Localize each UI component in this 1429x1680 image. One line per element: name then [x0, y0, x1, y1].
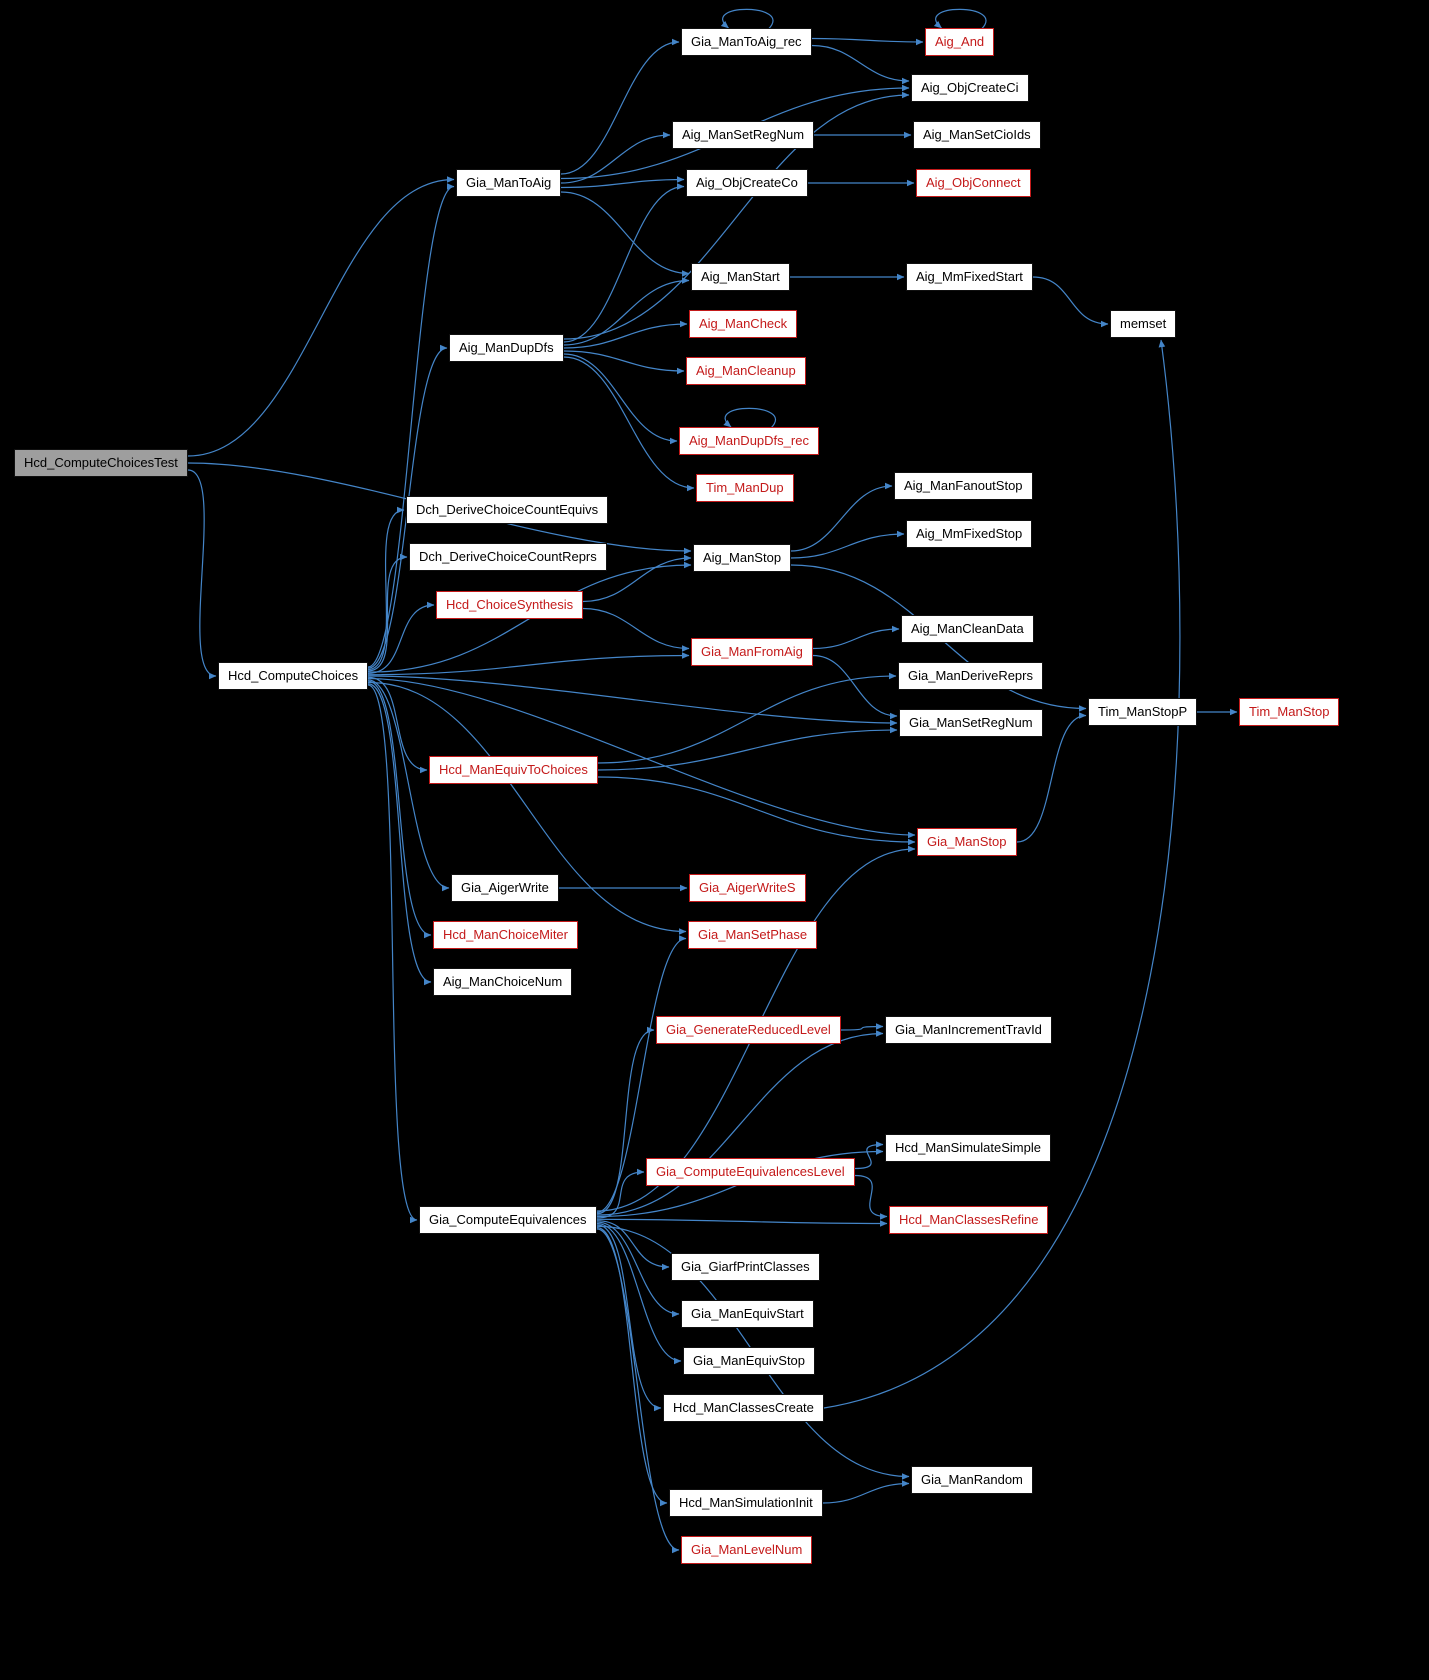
node-aig-mmfixedstop[interactable]: Aig_MmFixedStop [906, 520, 1033, 548]
node-hcd-manclassesrefine[interactable]: Hcd_ManClassesRefine [889, 1206, 1049, 1234]
node-gia-computeequivalenceslevel[interactable]: Gia_ComputeEquivalencesLevel [646, 1158, 855, 1186]
node-aig-mancheck[interactable]: Aig_ManCheck [689, 310, 798, 338]
node-tim-mandup[interactable]: Tim_ManDup [696, 474, 794, 502]
node-gia-mansetregnum[interactable]: Gia_ManSetRegNum [899, 709, 1043, 737]
node-tim-manstop[interactable]: Tim_ManStop [1239, 698, 1340, 726]
node-gia-aigerwrites[interactable]: Gia_AigerWriteS [689, 874, 806, 902]
node-aig-mancleanup[interactable]: Aig_ManCleanup [686, 357, 806, 385]
node-hcd-computechoices[interactable]: Hcd_ComputeChoices [218, 662, 369, 690]
node-dch-derivechoicecountequivs[interactable]: Dch_DeriveChoiceCountEquivs [406, 496, 609, 524]
node-aig-mandupdfs-rec[interactable]: Aig_ManDupDfs_rec [679, 427, 819, 455]
node-hcd-manequivtochoices[interactable]: Hcd_ManEquivToChoices [429, 756, 598, 784]
node-gia-mantoaig[interactable]: Gia_ManToAig [456, 169, 562, 197]
node-gia-manequivstart[interactable]: Gia_ManEquivStart [681, 1300, 814, 1328]
node-aig-manfanoutstop[interactable]: Aig_ManFanoutStop [894, 472, 1033, 500]
node-gia-manlevelnum[interactable]: Gia_ManLevelNum [681, 1536, 813, 1564]
node-aig-mansetregnum[interactable]: Aig_ManSetRegNum [672, 121, 815, 149]
node-hcd-choicesynthesis[interactable]: Hcd_ChoiceSynthesis [436, 591, 584, 619]
node-hcd-computechoicestest[interactable]: Hcd_ComputeChoicesTest [14, 449, 188, 477]
node-gia-aigerwrite[interactable]: Gia_AigerWrite [451, 874, 559, 902]
node-hcd-mansimulationinit[interactable]: Hcd_ManSimulationInit [669, 1489, 823, 1517]
node-hcd-manclassescreate[interactable]: Hcd_ManClassesCreate [663, 1394, 824, 1422]
node-gia-manstop[interactable]: Gia_ManStop [917, 828, 1017, 856]
node-tim-manstopp[interactable]: Tim_ManStopP [1088, 698, 1198, 726]
node-gia-giarfprintclasses[interactable]: Gia_GiarfPrintClasses [671, 1253, 820, 1281]
node-gia-computeequivalences[interactable]: Gia_ComputeEquivalences [419, 1206, 597, 1234]
node-dch-derivechoicecountreprs[interactable]: Dch_DeriveChoiceCountReprs [409, 543, 607, 571]
node-gia-manderivereprs[interactable]: Gia_ManDeriveReprs [898, 662, 1043, 690]
node-aig-objconnect[interactable]: Aig_ObjConnect [916, 169, 1031, 197]
node-memset[interactable]: memset [1110, 310, 1177, 338]
node-aig-objcreateco[interactable]: Aig_ObjCreateCo [686, 169, 808, 197]
node-hcd-mansimulatesimple[interactable]: Hcd_ManSimulateSimple [885, 1134, 1051, 1162]
node-gia-manrandom[interactable]: Gia_ManRandom [911, 1466, 1033, 1494]
node-gia-manequivstop[interactable]: Gia_ManEquivStop [683, 1347, 816, 1375]
node-gia-manincrementtravid[interactable]: Gia_ManIncrementTravId [885, 1016, 1052, 1044]
node-aig-mancleandata[interactable]: Aig_ManCleanData [901, 615, 1034, 643]
node-hcd-manchoicemiter[interactable]: Hcd_ManChoiceMiter [433, 921, 578, 949]
node-aig-mmfixedstart[interactable]: Aig_MmFixedStart [906, 263, 1033, 291]
node-aig-manstart[interactable]: Aig_ManStart [691, 263, 790, 291]
node-aig-manstop[interactable]: Aig_ManStop [693, 544, 792, 572]
node-gia-generatereducedlevel[interactable]: Gia_GenerateReducedLevel [656, 1016, 841, 1044]
node-gia-manfromaig[interactable]: Gia_ManFromAig [691, 638, 813, 666]
node-aig-and[interactable]: Aig_And [925, 28, 995, 56]
node-gia-mansetphase[interactable]: Gia_ManSetPhase [688, 921, 818, 949]
node-aig-mandupdfs[interactable]: Aig_ManDupDfs [449, 334, 564, 362]
node-aig-mansetcioids[interactable]: Aig_ManSetCioIds [913, 121, 1041, 149]
node-aig-objcreateci[interactable]: Aig_ObjCreateCi [911, 74, 1029, 102]
node-aig-manchoicenum[interactable]: Aig_ManChoiceNum [433, 968, 573, 996]
node-gia-mantoaig-rec[interactable]: Gia_ManToAig_rec [681, 28, 812, 56]
